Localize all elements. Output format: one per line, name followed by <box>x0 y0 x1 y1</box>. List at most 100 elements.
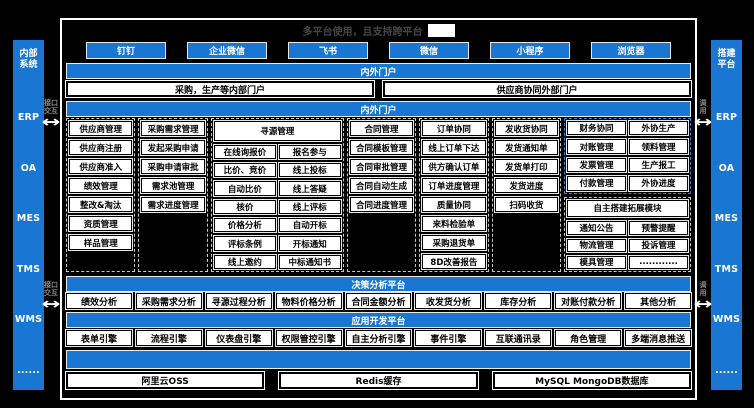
module-column: 在线询报价比价、竞价自动比价核价价格分析评标条例线上邀约 <box>214 145 276 269</box>
module-cell: 整改&淘汰 <box>69 197 132 212</box>
module-column: 通知公告物流管理模具管理 <box>567 221 626 269</box>
module-cell: 预警提醒 <box>629 221 688 234</box>
internal-portal-box: 采购，生产等内部门户 <box>66 81 374 97</box>
module-column: 订单协同线上订单下达供方确认订单订单进度管理质量协同来料检验单采购退货单8D改善… <box>422 121 485 269</box>
module-cell: 绩效管理 <box>69 178 132 193</box>
module-group-columns: 发收货协同发货通知单发货单打印发货进度扫码收货 <box>495 121 558 269</box>
internal-systems-list: ERPOAMESTMSWMS...... <box>13 112 44 376</box>
module-cell: 发货通知单 <box>495 140 558 155</box>
module-column: 外协生产领料管理生产报工外协进度 <box>629 121 688 191</box>
internal-system-item: OA <box>21 163 37 174</box>
module-cell: 合同自动生成 <box>350 178 413 193</box>
right-call-link-bottom: 调 用 ↔ <box>691 281 715 312</box>
module-cell: 发收货协同 <box>495 121 558 136</box>
module-cell: 合同审批管理 <box>350 159 413 174</box>
channel-button: 飞书 <box>288 42 368 59</box>
module-column: 报名参与线上投标线上答疑线上评标自动开标开标通知中标通知书 <box>279 145 341 269</box>
infrastructure-cell: 阿里云OSS <box>66 372 264 389</box>
module-column: 合同管理合同模板管理合同审批管理合同自动生成合同进度管理 <box>350 121 413 269</box>
module-column: 供应商管理供应商注册供应商准入绩效管理整改&淘汰资质管理样品管理 <box>69 121 132 269</box>
channel-button-row: 钉钉 企业微信 飞书 微信 小程序 浏览器 <box>66 42 691 59</box>
module-group-header: 寻源管理 <box>214 121 341 141</box>
internal-systems-title-line1: 内部 <box>13 49 44 60</box>
module-cell: 订单协同 <box>422 121 485 136</box>
internal-systems-title: 内部 系统 <box>13 40 44 71</box>
call-label: 调 <box>691 99 715 107</box>
build-platform-title-line2: 平台 <box>711 60 742 71</box>
channel-button: 企业微信 <box>187 42 267 59</box>
build-platform-item: TMS <box>715 264 738 275</box>
module-cell: 合同模板管理 <box>350 140 413 155</box>
module-cell: 线上投标 <box>279 163 341 177</box>
build-platform-list: ERPOAMESTMSWMS...... <box>711 112 742 376</box>
double-arrow-icon: ↔ <box>33 115 69 131</box>
module-cell: 比价、竞价 <box>214 163 276 177</box>
panel-title-row: 多平台使用，且支持跨平台 <box>66 22 691 39</box>
module-cell: 外协进度 <box>629 176 688 190</box>
module-group: 供应商管理供应商注册供应商准入绩效管理整改&淘汰资质管理样品管理 <box>66 118 135 272</box>
double-arrow-icon: ↔ <box>685 115 721 131</box>
module-cell: 订单进度管理 <box>422 178 485 193</box>
extension-wide-cell: 自主搭建拓展模块 <box>567 200 688 218</box>
module-cell: 在线询报价 <box>214 145 276 159</box>
portal-row: 采购，生产等内部门户 供应商协同外部门户 <box>66 81 691 97</box>
finance-outsource-subgroup: 财务协同对账管理发票管理付款管理外协生产领料管理生产报工外协进度 <box>564 118 691 194</box>
module-cell: 供方确认订单 <box>422 159 485 174</box>
internal-systems-column: 内部 系统 ERPOAMESTMSWMS...... <box>13 40 44 390</box>
module-cell: 模具管理 <box>567 256 626 269</box>
decision-analysis-cell: 库存分析 <box>485 293 551 309</box>
decision-analysis-cell: 合同金额分析 <box>346 293 412 309</box>
right-call-link-top: 调 用 ↔ <box>691 99 715 130</box>
module-cell: 线上评标 <box>279 200 341 214</box>
panel-title: 多平台使用，且支持跨平台 <box>303 23 423 38</box>
internal-system-item: ...... <box>17 365 40 376</box>
module-cell: 核价 <box>214 200 276 214</box>
channel-button: 钉钉 <box>86 42 166 59</box>
module-cell: 价格分析 <box>214 218 276 232</box>
module-group-columns: 订单协同线上订单下达供方确认订单订单进度管理质量协同来料检验单采购退货单8D改善… <box>422 121 485 269</box>
channel-button: 浏览器 <box>591 42 671 59</box>
finance-extension-group: 财务协同对账管理发票管理付款管理外协生产领料管理生产报工外协进度自主搭建拓展模块… <box>564 118 691 272</box>
decision-analysis-cell: 物料价格分析 <box>276 293 342 309</box>
module-group: 合同管理合同模板管理合同审批管理合同自动生成合同进度管理 <box>347 118 416 272</box>
application-module-grid: 供应商管理供应商注册供应商准入绩效管理整改&淘汰资质管理样品管理采购需求管理发起… <box>66 118 691 272</box>
module-column: 发收货协同发货通知单发货单打印发货进度扫码收货 <box>495 121 558 269</box>
build-platform-column: 搭建 平台 ERPOAMESTMSWMS...... <box>711 40 742 390</box>
extension-columns: 通知公告物流管理模具管理预警提醒投诉管理............ <box>567 221 688 269</box>
module-cell: 线上答疑 <box>279 181 341 195</box>
module-cell: 财务协同 <box>567 121 626 135</box>
engine-cell: 互联通讯录 <box>485 330 551 346</box>
module-cell: 自动开标 <box>279 218 341 232</box>
module-column: 预警提醒投诉管理............ <box>629 221 688 269</box>
module-group-columns: 供应商管理供应商注册供应商准入绩效管理整改&淘汰资质管理样品管理 <box>69 121 132 269</box>
internal-system-item: TMS <box>17 264 40 275</box>
internal-system-item: MES <box>17 213 40 224</box>
left-interface-link-bottom: 接口 交互 ↔ <box>39 281 63 312</box>
module-cell: 评标条例 <box>214 236 276 250</box>
module-cell: 合同管理 <box>350 121 413 136</box>
build-platform-item: MES <box>715 213 738 224</box>
build-platform-item: ...... <box>715 365 738 376</box>
engine-cell: 多端消息推送 <box>625 330 691 346</box>
engine-row: 表单引擎流程引擎仪表盘引擎权限管控引擎自主分析引擎事件引擎互联通讯录角色管理多端… <box>66 330 691 346</box>
channel-button: 微信 <box>389 42 469 59</box>
build-platform-item: WMS <box>713 314 740 325</box>
infra-band <box>66 350 691 369</box>
module-cell: 供应商管理 <box>69 121 132 136</box>
channel-button: 小程序 <box>490 42 570 59</box>
module-group-columns: 合同管理合同模板管理合同审批管理合同自动生成合同进度管理 <box>350 121 413 269</box>
module-cell: 自动比价 <box>214 181 276 195</box>
module-cell: 物流管理 <box>567 239 626 252</box>
decision-analysis-row: 绩效分析采购需求分析寻源过程分析物料价格分析合同金额分析收发货分析库存分析对账付… <box>66 293 691 309</box>
module-cell: 发票管理 <box>567 158 626 172</box>
module-group-columns: 采购需求管理发起采购申请采购申请审批需求池管理需求进度管理 <box>141 121 204 269</box>
module-cell: ............ <box>629 256 688 269</box>
platform-panel: 多平台使用，且支持跨平台 钉钉企业微信飞书微信小程序浏览器 内外门户 采购，生产… <box>60 18 697 400</box>
internal-system-item: WMS <box>15 314 42 325</box>
module-cell: 发起采购申请 <box>141 140 204 155</box>
decision-analysis-cell: 对账付款分析 <box>555 293 621 309</box>
module-cell: 需求进度管理 <box>141 197 204 212</box>
decision-analysis-cell: 绩效分析 <box>66 293 132 309</box>
module-group: 寻源管理在线询报价比价、竞价自动比价核价价格分析评标条例线上邀约报名参与线上投标… <box>211 118 344 272</box>
build-platform-item: OA <box>719 163 735 174</box>
